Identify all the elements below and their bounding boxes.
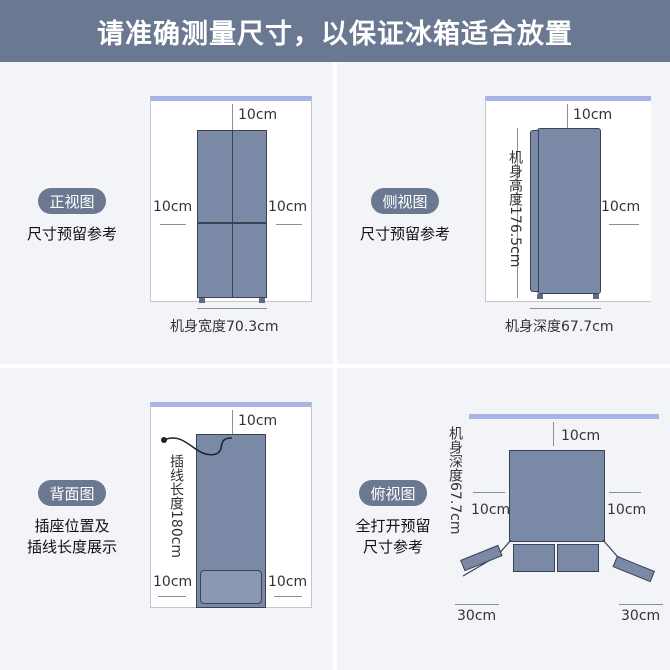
fridge-top-drawer-right xyxy=(557,544,599,572)
front-width-label: 机身宽度70.3cm xyxy=(170,319,279,335)
top-view-door-right-label: 30cm xyxy=(621,608,661,624)
top-view-top-gap-label: 10cm xyxy=(561,428,601,444)
page-title: 请准确测量尺寸，以保证冰箱适合放置 xyxy=(0,0,670,62)
front-left-gap-label: 10cm xyxy=(153,199,193,215)
back-view-badge: 背面图 xyxy=(38,480,106,506)
top-view-door-left-line xyxy=(455,604,499,605)
back-right-gap-line xyxy=(274,596,302,597)
side-right-gap-label: 10cm xyxy=(601,199,641,215)
front-leg-left xyxy=(199,298,205,303)
fridge-back-compressor xyxy=(200,570,262,604)
back-view-caption-2: 插线长度展示 xyxy=(26,538,117,556)
top-view-door-right-line xyxy=(619,604,663,605)
fridge-top-drawer-left xyxy=(513,544,555,572)
back-left-gap-line xyxy=(158,596,186,597)
side-height-label: 机身高度176.5cm xyxy=(507,150,523,268)
front-top-gap-line xyxy=(232,104,233,130)
side-view-badge: 侧视图 xyxy=(371,188,439,214)
top-view-panel: 俯视图 全打开预留 尺寸参考 10cm 机身深度67.7cm 10cm 10cm… xyxy=(337,368,670,670)
front-view-panel: 正视图 尺寸预留参考 10cm 10cm 10cm 机身宽度70.3cm xyxy=(0,62,333,364)
front-right-gap-line xyxy=(276,224,302,225)
front-door-split xyxy=(232,130,233,298)
front-width-line xyxy=(197,308,267,309)
front-drawer-split xyxy=(197,222,267,224)
front-view-caption: 尺寸预留参考 xyxy=(26,225,117,243)
front-left-gap-line xyxy=(160,224,186,225)
side-leg-right xyxy=(593,294,599,299)
top-view-right-gap-line xyxy=(609,492,641,493)
top-view-door-left-label: 30cm xyxy=(457,608,497,624)
side-leg-left xyxy=(537,294,543,299)
fridge-top-body xyxy=(509,450,605,542)
top-view-open-doors xyxy=(460,539,655,583)
top-view-caption-1: 全打开预留 xyxy=(355,517,431,535)
power-plug-icon xyxy=(161,437,233,456)
front-view-badge: 正视图 xyxy=(38,188,106,214)
side-right-gap-line xyxy=(609,224,639,225)
front-top-gap-label: 10cm xyxy=(238,107,278,123)
side-depth-label: 机身深度67.7cm xyxy=(505,319,614,335)
top-view-left-gap-label: 10cm xyxy=(471,502,511,518)
top-view-depth-label: 机身深度67.7cm xyxy=(447,426,463,535)
top-view-top-gap-line xyxy=(553,422,554,446)
back-view-panel: 背面图 插座位置及 插线长度展示 10cm 插线长度180cm 10cm 10c… xyxy=(0,368,333,670)
back-cable-label: 插线长度180cm xyxy=(168,454,184,559)
front-leg-right xyxy=(259,298,265,303)
back-right-gap-label: 10cm xyxy=(268,574,308,590)
top-view-left-gap-line xyxy=(473,492,505,493)
back-view-caption-1: 插座位置及 xyxy=(34,517,110,535)
back-top-gap-label: 10cm xyxy=(238,413,278,429)
side-top-gap-line xyxy=(567,104,568,128)
top-view-caption-2: 尺寸参考 xyxy=(362,538,423,556)
fridge-side xyxy=(537,128,601,294)
side-depth-line xyxy=(530,308,601,309)
side-view-caption: 尺寸预留参考 xyxy=(359,225,450,243)
fridge-side-door-edge xyxy=(530,130,539,292)
top-view-badge: 俯视图 xyxy=(359,480,427,506)
side-top-gap-label: 10cm xyxy=(573,107,613,123)
top-view-wall xyxy=(469,414,659,419)
side-view-panel: 侧视图 尺寸预留参考 10cm 机身高度176.5cm 10cm 机身深度67.… xyxy=(337,62,670,364)
front-right-gap-label: 10cm xyxy=(268,199,308,215)
top-view-right-gap-label: 10cm xyxy=(607,502,647,518)
back-left-gap-label: 10cm xyxy=(153,574,193,590)
side-height-line xyxy=(517,128,518,298)
back-top-gap-line xyxy=(232,410,233,434)
